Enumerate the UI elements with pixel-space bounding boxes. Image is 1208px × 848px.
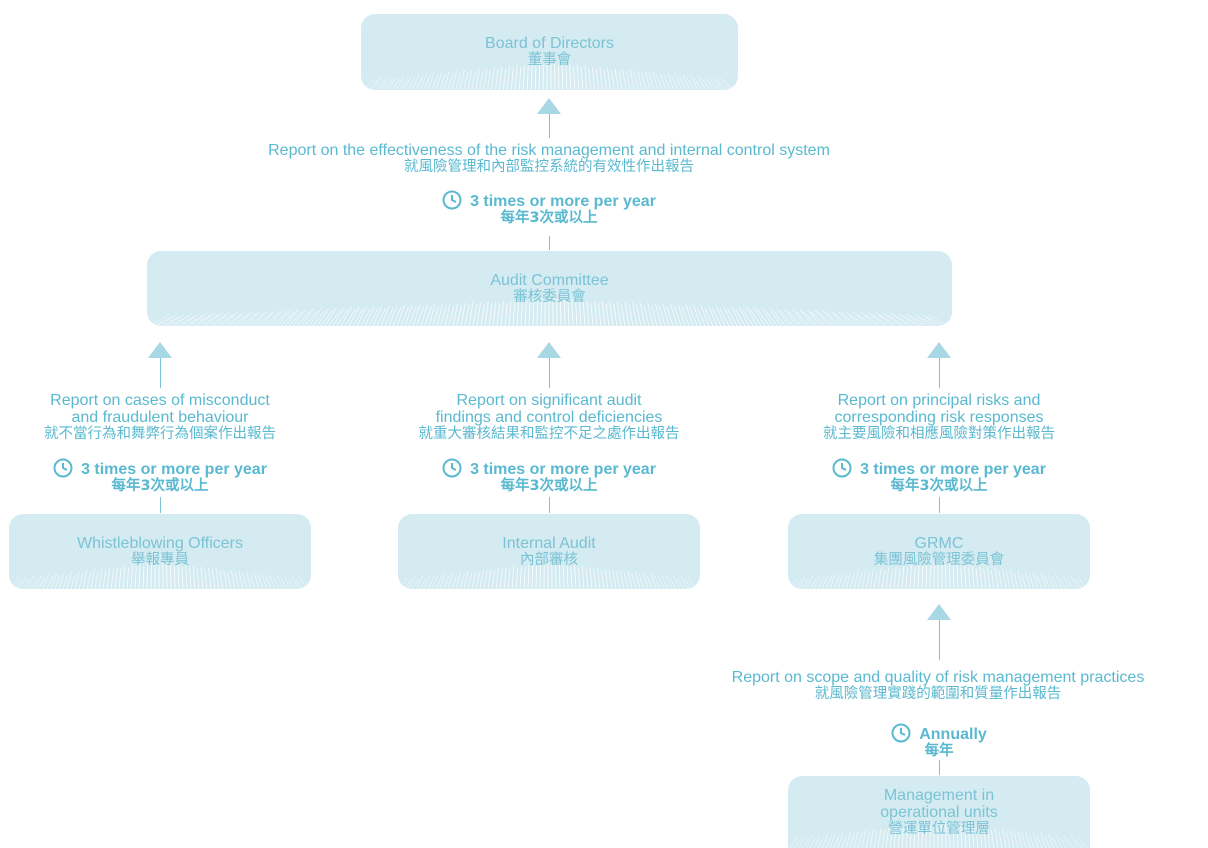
report-internal-audit-en-line1: Report on significant audit — [456, 392, 642, 409]
frequency-internal-audit: 3 times or more per year 每年3次或以上 — [399, 458, 699, 495]
report-to-board-en: Report on the effectiveness of the risk … — [268, 142, 830, 159]
arrow-up-icon — [537, 342, 561, 358]
connector-line — [939, 497, 940, 513]
report-to-board-cn: 就風險管理和內部監控系統的有效性作出報告 — [404, 159, 694, 175]
frequency-en: 3 times or more per year — [470, 193, 656, 210]
management-operational-units-box: Management in operational units 營運單位管理層 — [788, 776, 1090, 848]
whistleblowing-officers-label-cn: 舉報專員 — [131, 551, 189, 568]
frequency-cn: 每年3次或以上 — [111, 478, 209, 494]
internal-audit-box: Internal Audit 內部審核 — [398, 514, 700, 589]
board-of-directors-label-cn: 董事會 — [527, 52, 572, 68]
report-to-board: Report on the effectiveness of the risk … — [149, 142, 949, 176]
clock-icon — [442, 190, 462, 210]
report-internal-audit-en-line2: findings and control deficiencies — [435, 409, 663, 426]
frequency-management: Annually 每年 — [839, 723, 1039, 760]
arrow-up-icon — [148, 342, 172, 358]
whistleblowing-officers-box: Whistleblowing Officers 舉報專員 — [9, 514, 311, 589]
internal-audit-label: Internal Audit — [502, 534, 596, 552]
report-whistleblowing-en-line1: Report on cases of misconduct — [50, 392, 270, 409]
frequency-en: Annually — [919, 726, 987, 743]
report-management: Report on scope and quality of risk mana… — [668, 669, 1208, 703]
clock-icon — [442, 458, 462, 478]
clock-icon — [53, 458, 73, 478]
connector-line — [939, 620, 940, 660]
connector-line — [549, 358, 550, 388]
frequency-en: 3 times or more per year — [470, 461, 656, 478]
report-whistleblowing-cn: 就不當行為和舞弊行為個案作出報告 — [44, 426, 276, 442]
frequency-en: 3 times or more per year — [81, 461, 267, 478]
report-grmc-en-line2: corresponding risk responses — [834, 409, 1044, 426]
arrow-up-icon — [927, 342, 951, 358]
connector-line — [160, 358, 161, 388]
frequency-cn: 每年3次或以上 — [890, 478, 988, 494]
report-grmc-cn: 就主要風險和相應風險對策作出報告 — [823, 426, 1055, 442]
frequency-cn: 每年3次或以上 — [500, 478, 598, 494]
report-management-en: Report on scope and quality of risk mana… — [731, 669, 1145, 686]
frequency-to-board: 3 times or more per year 每年3次或以上 — [399, 190, 699, 227]
grmc-box: GRMC 集團風險管理委員會 — [788, 514, 1090, 589]
whistleblowing-officers-label: Whistleblowing Officers — [77, 534, 243, 552]
audit-committee-box: Audit Committee 審核委員會 — [147, 251, 952, 326]
report-whistleblowing-en-line2: and fraudulent behaviour — [71, 409, 249, 426]
audit-committee-label: Audit Committee — [490, 271, 609, 289]
audit-committee-label-cn: 審核委員會 — [513, 288, 586, 305]
connector-line — [939, 358, 940, 388]
connector-line — [939, 760, 940, 775]
board-of-directors-box: Board of Directors 董事會 — [361, 14, 738, 90]
report-grmc-en-line1: Report on principal risks and — [837, 392, 1041, 409]
clock-icon — [891, 723, 911, 743]
grmc-label: GRMC — [914, 534, 964, 552]
frequency-en: 3 times or more per year — [860, 461, 1046, 478]
board-of-directors-label: Board of Directors — [485, 35, 614, 52]
frequency-cn: 每年 — [924, 743, 954, 759]
report-internal-audit-cn: 就重大審核結果和監控不足之處作出報告 — [418, 426, 680, 442]
grmc-label-cn: 集團風險管理委員會 — [873, 551, 1005, 568]
connector-line — [549, 497, 550, 513]
report-grmc: Report on principal risks and correspond… — [769, 392, 1109, 443]
connector-line — [160, 497, 161, 513]
clock-icon — [832, 458, 852, 478]
frequency-whistleblowing: 3 times or more per year 每年3次或以上 — [10, 458, 310, 495]
frequency-grmc: 3 times or more per year 每年3次或以上 — [789, 458, 1089, 495]
arrow-up-icon — [537, 98, 561, 114]
management-label-line2: operational units — [880, 803, 998, 821]
internal-audit-label-cn: 內部審核 — [520, 551, 578, 568]
report-whistleblowing: Report on cases of misconduct and fraudu… — [0, 392, 320, 443]
arrow-up-icon — [927, 604, 951, 620]
management-label-line1: Management in — [883, 786, 995, 804]
report-internal-audit: Report on significant audit findings and… — [369, 392, 729, 443]
report-management-cn: 就風險管理實踐的範圍和質量作出報告 — [814, 686, 1062, 702]
connector-line — [549, 236, 550, 250]
management-label-cn: 營運單位管理層 — [888, 820, 990, 837]
connector-line — [549, 114, 550, 138]
frequency-cn: 每年3次或以上 — [500, 210, 598, 226]
